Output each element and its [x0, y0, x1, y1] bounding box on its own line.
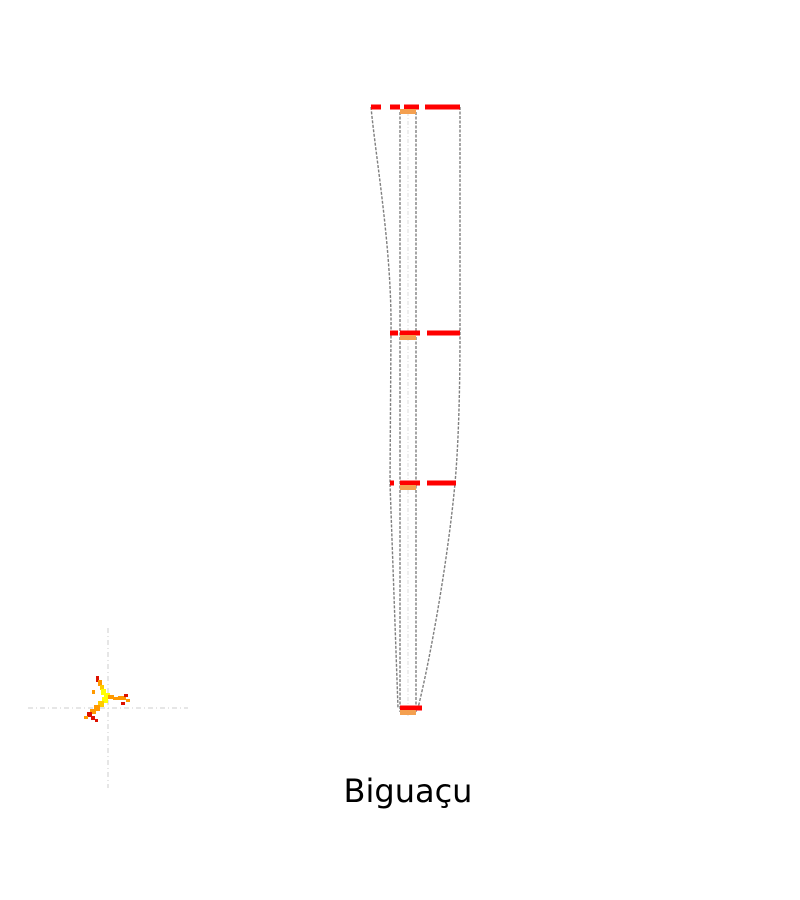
outer-envelope — [370, 106, 399, 709]
place-caption: Biguaçu — [343, 772, 473, 810]
level-bar-upper-0 — [390, 330, 398, 336]
level-bar-base-0 — [400, 705, 422, 711]
level-bar-middle-0 — [390, 480, 394, 486]
axis-node-top — [400, 109, 416, 114]
level-bar-top-2 — [404, 104, 419, 110]
level-bar-upper-2 — [427, 330, 460, 336]
level-bar-top-0 — [371, 104, 381, 110]
level-bar-middle-1 — [400, 480, 420, 486]
level-bar-middle-2 — [427, 480, 456, 486]
level-bars — [371, 104, 460, 711]
inner-column — [399, 112, 417, 716]
level-bar-top-3 — [425, 104, 460, 110]
outer-envelope-right — [417, 107, 461, 709]
flame-glyph-icon — [84, 676, 130, 722]
level-bar-upper-1 — [400, 330, 420, 336]
crosshair — [28, 628, 188, 788]
axis-nodes — [400, 109, 416, 715]
axis-node-middle — [400, 485, 416, 490]
level-bar-top-1 — [390, 104, 400, 110]
axis-node-upper — [400, 335, 416, 340]
axis-node-base — [400, 710, 416, 715]
